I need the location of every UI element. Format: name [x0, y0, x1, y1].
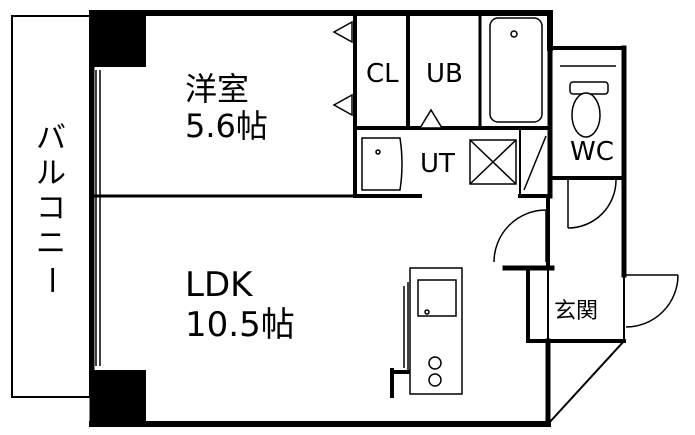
- interior-walls: [90, 10, 626, 398]
- closet-door-marks: [332, 20, 353, 117]
- toilet: [569, 81, 609, 138]
- balcony-label-2: ル: [36, 156, 66, 191]
- ldk-name: LDK: [185, 265, 254, 305]
- entrance-door: [625, 274, 679, 328]
- washbasin: [361, 137, 403, 191]
- pillars: [90, 11, 146, 426]
- bath-door-mark: [418, 108, 444, 129]
- balcony-label-5: ー: [33, 265, 68, 295]
- balcony-windows: [95, 70, 101, 366]
- bathtub: [489, 17, 543, 123]
- ldk-door: [493, 209, 547, 263]
- western-room-size: 5.6帖: [185, 107, 268, 145]
- toilet-door: [567, 179, 617, 229]
- entrance-label: 玄関: [554, 299, 598, 324]
- western-room-name: 洋室: [185, 70, 249, 108]
- toilet-label: WC: [570, 137, 614, 167]
- closet-label: CL: [366, 59, 399, 89]
- ldk-size: 10.5帖: [185, 305, 295, 345]
- unit-bath-label: UB: [426, 59, 463, 89]
- utility-label: UT: [420, 149, 455, 179]
- balcony: バ ル コ ニ ー: [11, 15, 91, 398]
- utility-window: [523, 135, 547, 191]
- balcony-label-3: コ: [36, 191, 66, 226]
- kitchen-counter: [403, 267, 463, 395]
- balcony-label-4: ニ: [36, 226, 66, 261]
- balcony-label-1: バ: [36, 121, 66, 156]
- washing-machine-pan: [469, 139, 517, 185]
